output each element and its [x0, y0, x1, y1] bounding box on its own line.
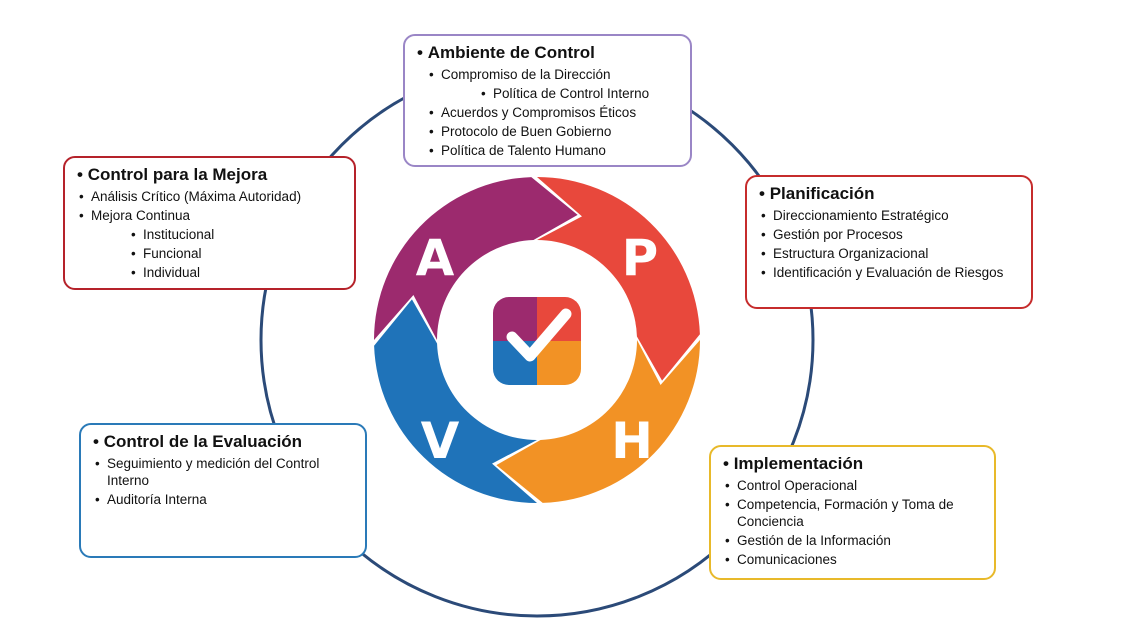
list-item: Direccionamiento Estratégico: [759, 207, 1021, 224]
cycle-letter-p: P: [622, 229, 659, 287]
box-control-de-la-evaluacion: Control de la Evaluación Seguimiento y m…: [79, 423, 367, 558]
segment-h: [496, 340, 700, 503]
list-item: Competencia, Formación y Toma de Concien…: [723, 496, 984, 530]
cycle-letter-a: A: [416, 229, 455, 287]
list-item: Compromiso de la Dirección: [427, 66, 680, 83]
list-item: Acuerdos y Compromisos Éticos: [427, 104, 680, 121]
evaluacion-list: Seguimiento y medición del Control Inter…: [93, 455, 355, 508]
list-item: Mejora Continua: [77, 207, 344, 224]
list-item: Gestión de la Información: [723, 532, 984, 549]
list-item: Identificación y Evaluación de Riesgos: [759, 264, 1021, 281]
cycle-letter-h: H: [611, 412, 653, 470]
list-item: Política de Control Interno: [479, 85, 680, 102]
list-item: Individual: [129, 264, 344, 281]
mejora-title: Control para la Mejora: [77, 164, 344, 185]
segment-v: [374, 299, 537, 503]
list-item: Política de Talento Humano: [427, 142, 680, 159]
list-item: Seguimiento y medición del Control Inter…: [93, 455, 355, 489]
segment-a: [374, 177, 578, 340]
list-item: Institucional: [129, 226, 344, 243]
list-item: Análisis Crítico (Máxima Autoridad): [77, 188, 344, 205]
box-ambiente-de-control: Ambiente de Control Compromiso de la Dir…: [403, 34, 692, 167]
ambiente-list: Compromiso de la Dirección Política de C…: [417, 66, 680, 159]
list-item: Gestión por Procesos: [759, 226, 1021, 243]
evaluacion-title: Control de la Evaluación: [93, 431, 355, 452]
cycle-letter-v: V: [421, 412, 460, 470]
checkmark-icon: [493, 297, 581, 385]
planificacion-list: Direccionamiento Estratégico Gestión por…: [759, 207, 1021, 281]
box-control-para-la-mejora: Control para la Mejora Análisis Crítico …: [63, 156, 356, 290]
list-item: Comunicaciones: [723, 551, 984, 568]
mejora-list: Análisis Crítico (Máxima Autoridad) Mejo…: [77, 188, 344, 281]
list-item: Funcional: [129, 245, 344, 262]
ambiente-title: Ambiente de Control: [417, 42, 680, 63]
list-item: Protocolo de Buen Gobierno: [427, 123, 680, 140]
box-planificacion: Planificación Direccionamiento Estratégi…: [745, 175, 1033, 309]
list-item: Estructura Organizacional: [759, 245, 1021, 262]
implementacion-list: Control Operacional Competencia, Formaci…: [723, 477, 984, 568]
cycle-segments: [374, 177, 700, 503]
list-item: Auditoría Interna: [93, 491, 355, 508]
segment-p: [537, 177, 700, 381]
list-item: Control Operacional: [723, 477, 984, 494]
box-implementacion: Implementación Control Operacional Compe…: [709, 445, 996, 580]
implementacion-title: Implementación: [723, 453, 984, 474]
planificacion-title: Planificación: [759, 183, 1021, 204]
